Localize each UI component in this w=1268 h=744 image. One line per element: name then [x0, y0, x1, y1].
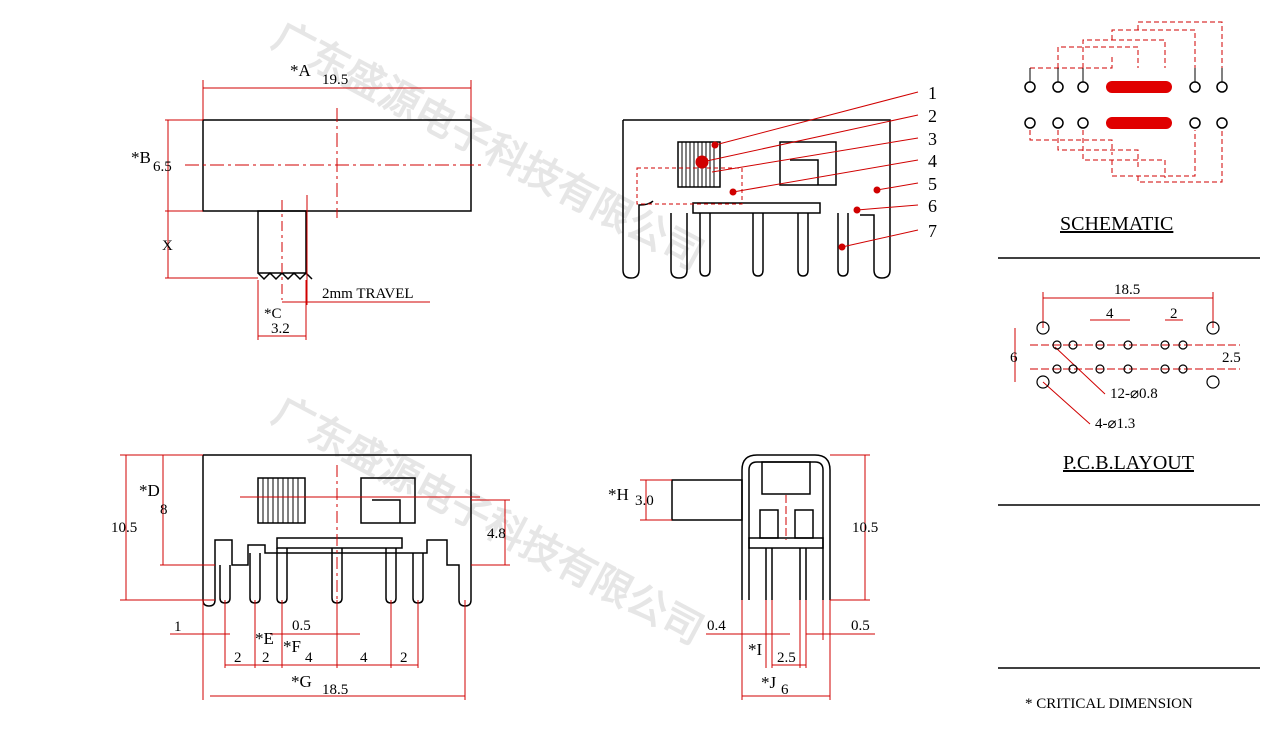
dim-D-value: 8: [160, 502, 168, 518]
front-view-base: [276, 537, 403, 549]
end-view-actuator: [671, 479, 743, 521]
dim-B-value: 6.5: [153, 159, 172, 175]
callout-1: 1: [928, 83, 937, 103]
side-view-pins: [670, 213, 849, 279]
dim-G-value: 18.5: [322, 682, 348, 698]
dim-J-value: 6: [781, 682, 789, 698]
front-dim-4: 4: [360, 650, 368, 666]
dim-A-value: 19.5: [322, 72, 348, 88]
callout-3: 3: [928, 129, 937, 149]
side-view-leaders: [695, 91, 919, 251]
end-view-dims: [640, 454, 875, 700]
dim-D-label: *D: [139, 481, 160, 500]
front-height-total: 10.5: [111, 520, 137, 536]
dim-F-value: 4: [305, 650, 313, 666]
dim-F-label: *F: [283, 637, 301, 656]
schematic-title: SCHEMATIC: [1060, 213, 1173, 235]
front-dim-2a: 2: [234, 650, 242, 666]
end-view-pins: [765, 548, 807, 600]
dim-A-label: *A: [290, 61, 312, 80]
front-dim-2c: 2: [400, 650, 408, 666]
actuator-serration: [257, 271, 313, 281]
side-view-slider-box: [779, 141, 837, 186]
watermark-text-bottom: 广东盛源电子科技有限公司: [265, 388, 710, 654]
watermark-text-top: 广东盛源电子科技有限公司: [265, 13, 710, 279]
front-view-dims: [120, 454, 510, 700]
dim-H-label: *H: [608, 485, 629, 504]
travel-label: 2mm TRAVEL: [322, 286, 414, 302]
end-view: [671, 454, 831, 600]
pcb-hole-large: 4-⌀1.3: [1095, 416, 1135, 432]
pcb-layout: [1014, 292, 1240, 425]
callout-5: 5: [928, 174, 937, 194]
end-view-slider-top: [761, 461, 811, 495]
pcb-dim-18-5: 18.5: [1114, 282, 1140, 298]
front-dim-1: 1: [174, 619, 182, 635]
end-height-total: 10.5: [852, 520, 878, 536]
front-dim-2b: 2: [262, 650, 270, 666]
side-view-knob: [677, 141, 721, 188]
pcb-hole-small: 12-⌀0.8: [1110, 386, 1158, 402]
pcb-title: P.C.B.LAYOUT: [1063, 452, 1194, 474]
callout-6: 6: [928, 196, 937, 216]
dim-C-label: *C: [264, 306, 282, 322]
front-view-knob: [257, 477, 306, 524]
dim-C-value: 3.2: [271, 321, 290, 337]
end-dim-2-5: 2.5: [777, 650, 796, 666]
end-view-housing: [741, 454, 831, 600]
end-view-contact-right: [794, 509, 814, 539]
end-view-contact-left: [759, 509, 779, 539]
pcb-dim-6: 6: [1010, 350, 1018, 366]
top-view-dims: [165, 80, 485, 340]
callout-numbers: 1 2 3 4 5 6 7: [928, 83, 937, 241]
callout-2: 2: [928, 106, 937, 126]
side-view-hidden: [636, 167, 743, 205]
schematic: [1024, 21, 1228, 183]
dim-J-label: *J: [761, 673, 777, 692]
callout-4: 4: [928, 151, 937, 171]
schematic-contact-bottom: [1106, 117, 1172, 129]
front-view-slider-box: [360, 477, 416, 524]
dim-B-label: *B: [131, 148, 151, 167]
side-view-base: [692, 202, 821, 214]
end-dim-0-4: 0.4: [707, 618, 726, 634]
side-view-frame: [622, 119, 891, 279]
front-dim-0-5: 0.5: [292, 618, 311, 634]
dim-E-label: *E: [255, 629, 274, 648]
pcb-dim-2-5: 2.5: [1222, 350, 1241, 366]
dim-x-label: X: [162, 238, 173, 254]
dim-G-label: *G: [291, 672, 312, 691]
callout-7: 7: [928, 221, 937, 241]
front-dim-4-8: 4.8: [487, 526, 506, 542]
end-dim-0-5: 0.5: [851, 618, 870, 634]
pcb-dim-4: 4: [1106, 306, 1114, 322]
critical-dimension-note: * CRITICAL DIMENSION: [1025, 696, 1193, 712]
dim-I-label: *I: [748, 640, 763, 659]
pcb-dim-2: 2: [1170, 306, 1178, 322]
dim-H-value: 3.0: [635, 493, 654, 509]
schematic-contact-top: [1106, 81, 1172, 93]
front-view-pins: [219, 548, 424, 604]
